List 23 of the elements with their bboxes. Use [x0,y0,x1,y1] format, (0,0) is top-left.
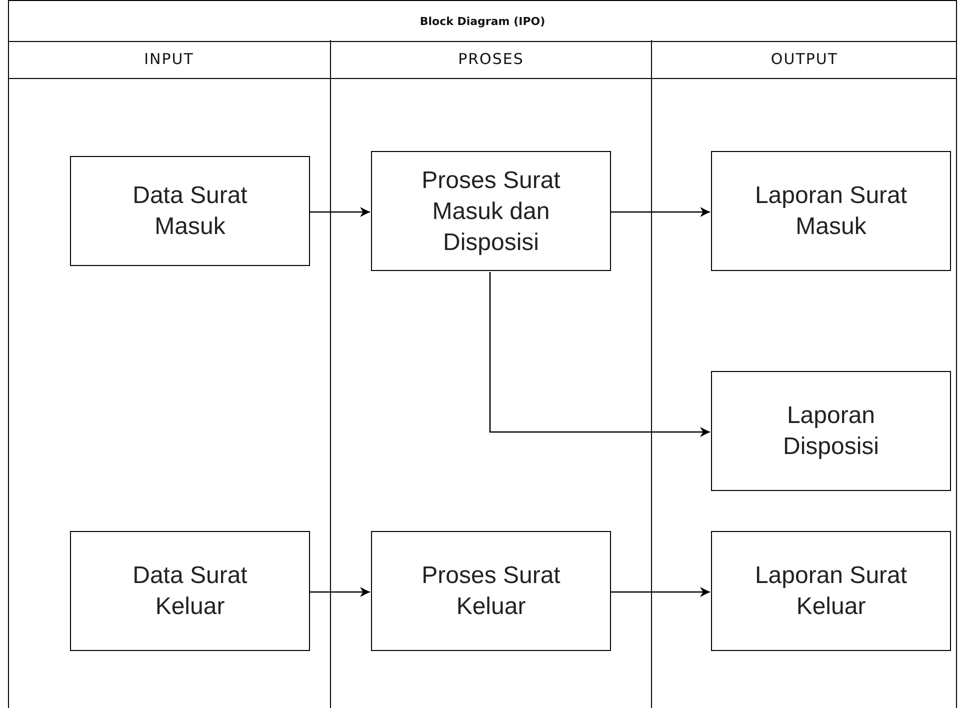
process-box [711,371,951,491]
arrow [489,272,710,437]
arrow [610,207,710,217]
pool-label: Block Diagram (IPO) [420,14,546,28]
box-label: Proses Surat Masuk dan Disposisi [420,166,562,258]
process-box [371,151,611,271]
lane-label: OUTPUT [770,50,838,68]
process-box [70,531,310,651]
box-label: Laporan Disposisi [782,401,880,462]
box-label: Data Surat Keluar [132,561,248,622]
process-box [70,156,310,266]
box-label: Proses Surat Keluar [420,561,562,622]
box-label: Laporan Surat Masuk [754,181,908,242]
arrow [310,207,370,217]
process-box [711,531,951,651]
box-label: Laporan Surat Keluar [754,561,908,622]
lane-label: INPUT [144,50,194,68]
lane-label: PROSES [458,50,524,68]
arrow [310,587,370,597]
process-box [711,151,951,271]
arrow [610,587,710,597]
box-label: Data Surat Masuk [132,181,248,242]
process-box [371,531,611,651]
